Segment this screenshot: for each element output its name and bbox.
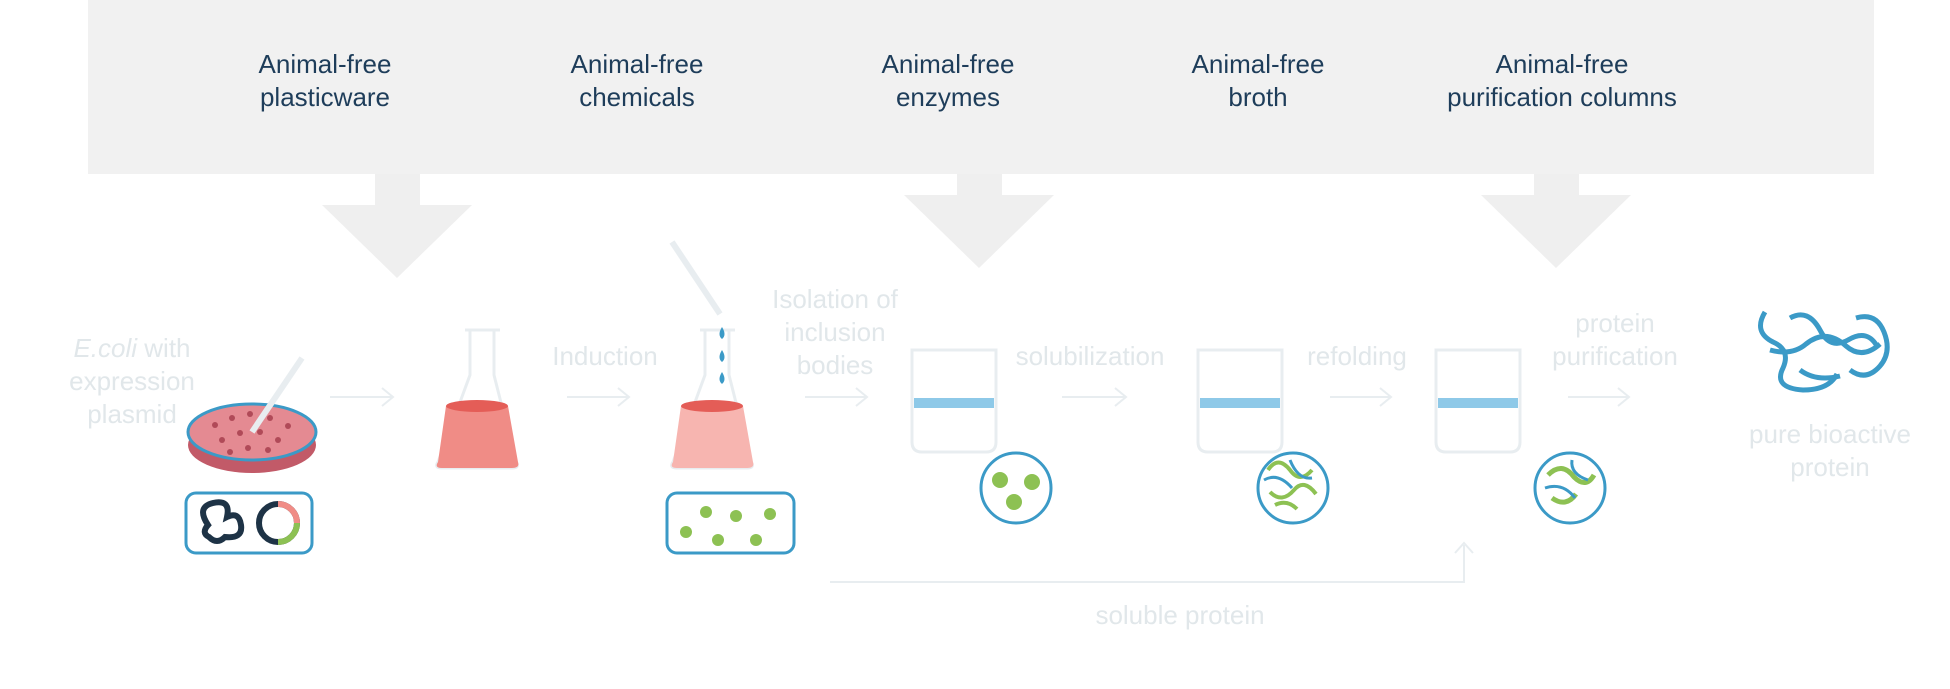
pure-protein-structure-icon: [1758, 310, 1890, 393]
step-label-solubilization: solubilization: [1015, 341, 1165, 371]
source-label-enzymes: Animal-free enzymes: [881, 49, 1015, 112]
process-arrow-4: [1062, 387, 1128, 407]
step-label-protein-purification: protein purification: [1552, 308, 1678, 371]
animal-free-sources-panel: [88, 0, 1874, 174]
down-arrow-plasticware: [322, 174, 472, 278]
magnified-unfolded-protein-icon: [1256, 451, 1330, 525]
source-label-purification-columns: Animal-free purification columns: [1447, 49, 1677, 112]
induction-flask-icon: [669, 240, 754, 470]
plasmid-box-icon: [184, 491, 314, 555]
magnified-aggregates-icon: [979, 451, 1053, 525]
step-label-soluble-protein: soluble protein: [1095, 600, 1265, 630]
source-label-broth: Animal-free broth: [1191, 49, 1325, 112]
ecoli-italic-text: E.coli: [73, 333, 138, 363]
beaker-solubilization-icon: [1196, 348, 1284, 454]
beaker-isolation-icon: [910, 348, 998, 454]
beaker-refolding-icon: [1434, 348, 1522, 454]
step-label-pure-protein: pure bioactive protein: [1749, 419, 1911, 482]
step-label-refolding: refolding: [1307, 341, 1407, 371]
ecoli-rest-text: with expression plasmid: [69, 333, 195, 429]
petri-dish-icon: [186, 356, 318, 473]
culture-flask-icon: [435, 328, 519, 470]
step-label-ecoli: E.coli with expression plasmid: [42, 332, 222, 431]
step-label-induction: Induction: [552, 341, 658, 371]
soluble-protein-bypass-arrow: [830, 541, 1474, 583]
magnified-refolded-protein-icon: [1533, 451, 1607, 525]
source-label-chemicals: Animal-free chemicals: [570, 49, 704, 112]
down-arrow-purification: [1481, 174, 1631, 268]
process-arrow-2: [567, 387, 631, 407]
process-arrow-6: [1568, 387, 1631, 407]
process-arrow-1: [330, 387, 395, 407]
process-arrow-5: [1330, 387, 1393, 407]
source-label-plasticware: Animal-free plasticware: [258, 49, 392, 112]
down-arrow-enzymes: [904, 174, 1054, 268]
inclusion-bodies-box-icon: [665, 491, 796, 555]
process-arrow-3: [805, 387, 869, 407]
step-label-isolation: Isolation of inclusion bodies: [772, 284, 898, 380]
